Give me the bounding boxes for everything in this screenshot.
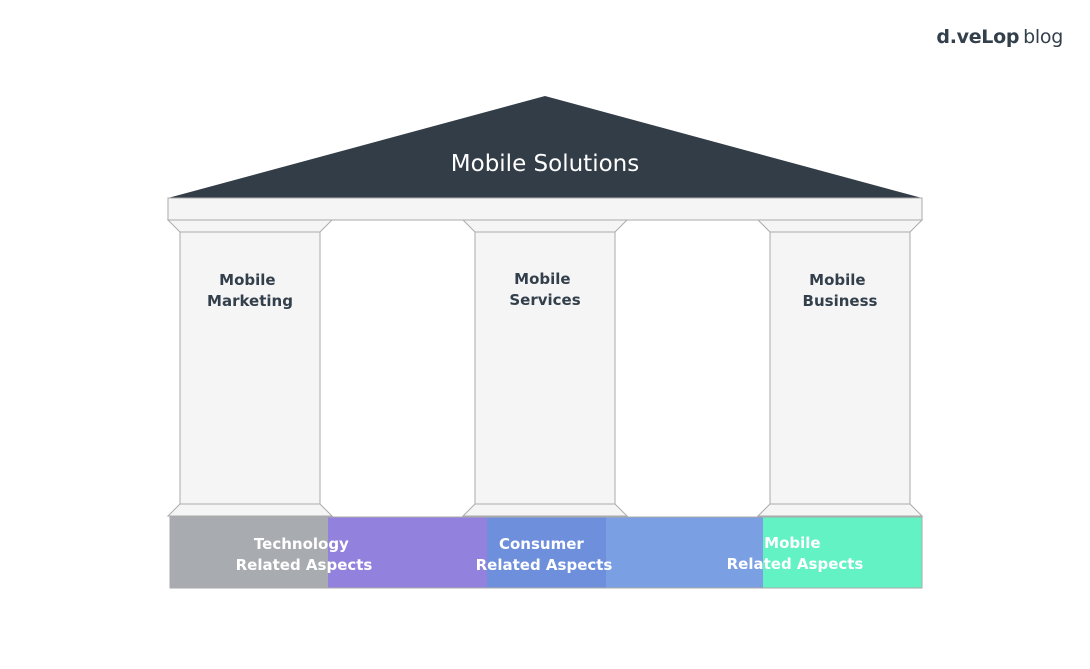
svg-text:Consumer Related Aspects: Consumer Related Aspects — [476, 535, 613, 574]
base-label-line2: Related Aspects — [727, 555, 864, 573]
base-segment-gray — [170, 517, 328, 588]
base-segment-green — [763, 517, 922, 588]
base-label-line2: Related Aspects — [236, 556, 373, 574]
pillar-mobile-marketing: Mobile Marketing — [166, 219, 334, 517]
base-label-line1: Technology — [254, 535, 349, 553]
pillar-label-line1: Mobile — [514, 270, 570, 288]
svg-text:Technology Related Aspec: Technology Related Aspects — [236, 535, 373, 574]
pillar-capital — [166, 219, 334, 233]
pillar-mobile-services: Mobile Services — [461, 219, 629, 517]
svg-text:Mobile Related Aspects: Mobile Related Aspects — [727, 534, 864, 573]
architrave — [167, 197, 923, 221]
pillar-label-line1: Mobile — [219, 271, 275, 289]
base-label-line2: Related Aspects — [476, 556, 613, 574]
foundation-outline — [169, 516, 923, 589]
pillar-label-line2: Business — [803, 292, 878, 310]
brand-name: d.veLop — [936, 26, 1020, 48]
brand-suffix: blog — [1023, 26, 1063, 48]
pillar-foot — [166, 503, 334, 517]
base-segment-purple — [328, 517, 487, 588]
base-segment-light-blue — [606, 517, 763, 588]
base-segment-blue — [487, 517, 606, 588]
pillar-foot — [756, 503, 924, 517]
base-label-line1: Consumer — [499, 535, 584, 553]
pillar-shaft — [179, 231, 321, 505]
pillar-mobile-business: Mobile Business — [756, 219, 924, 517]
pillar-label-line2: Marketing — [207, 292, 293, 310]
pillar-capital — [756, 219, 924, 233]
pillar-label-line1: Mobile — [809, 271, 865, 289]
svg-text:Mobile Services: Mobile Services — [509, 270, 580, 309]
pillar-capital — [461, 219, 629, 233]
pillar-foot — [461, 503, 629, 517]
pillar-shaft — [474, 231, 616, 505]
foundation: Technology Related Aspects Consumer Rela… — [169, 516, 923, 589]
pillar-label-line2: Services — [509, 291, 580, 309]
base-label-line1: Mobile — [764, 534, 820, 552]
svg-text:Mobile Business: Mobile Business — [803, 271, 878, 310]
roof-title: Mobile Solutions — [451, 151, 639, 177]
svg-text:Mobile Marketing: Mobile Marketing — [207, 271, 293, 310]
roof — [168, 96, 922, 198]
